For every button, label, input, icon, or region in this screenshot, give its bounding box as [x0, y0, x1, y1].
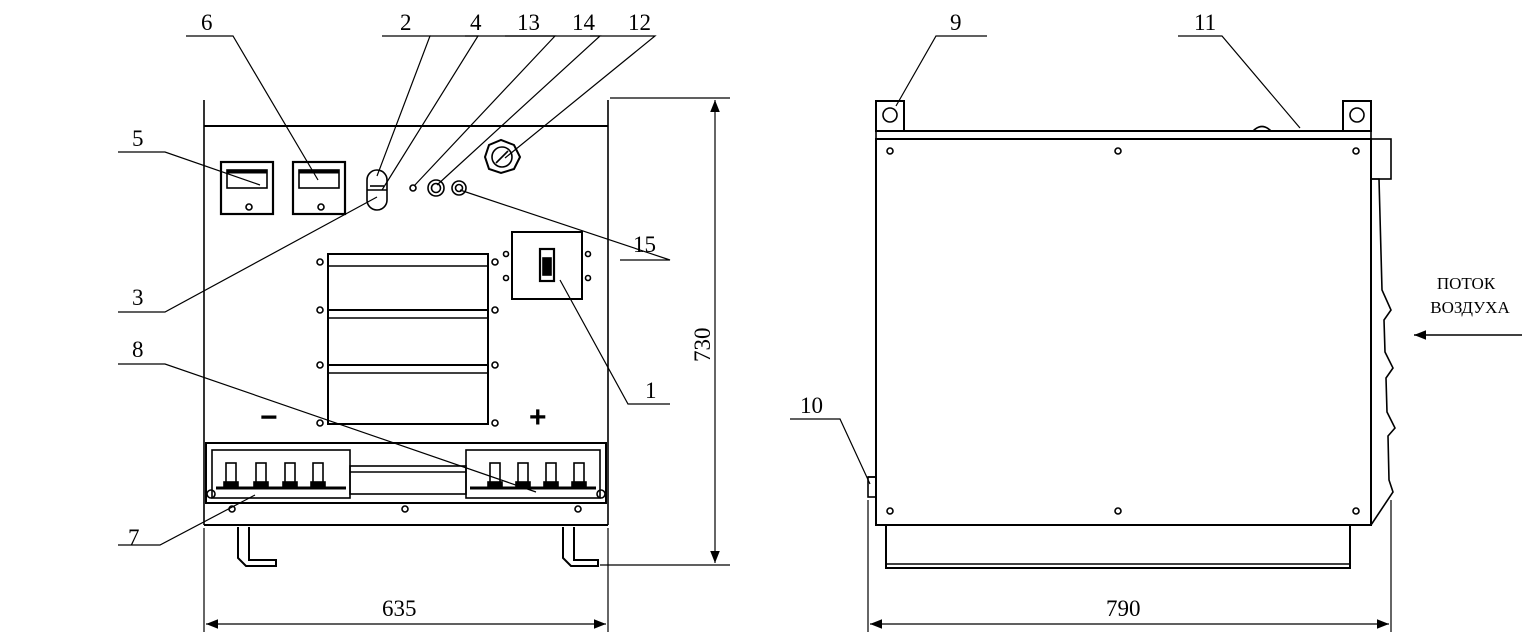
air-intake-grille — [1364, 138, 1396, 526]
side-body — [867, 138, 1372, 526]
callout-7: 7 — [128, 525, 140, 550]
callout-3: 3 — [132, 285, 144, 310]
indicator-lamp — [409, 184, 417, 192]
louvre-panel — [316, 253, 499, 427]
callout-9: 9 — [950, 10, 962, 35]
terminal-studs-plus — [487, 462, 587, 489]
callout-15: 15 — [633, 232, 656, 257]
terminal-studs-minus — [223, 462, 326, 489]
pilot-lamp — [451, 180, 467, 196]
dimension-635-label: 635 — [382, 596, 417, 621]
dimension-730-label: 730 — [690, 328, 715, 363]
base-skid — [885, 525, 1351, 569]
callout-2: 2 — [400, 10, 412, 35]
callout-11: 11 — [1194, 10, 1216, 35]
dimension-730 — [600, 97, 730, 566]
plus-sign: + — [529, 401, 547, 434]
lifting-eye-right — [1342, 100, 1372, 132]
front-view — [118, 35, 730, 632]
toggle-switch — [427, 179, 445, 197]
airflow-label-line1: ПОТОК — [1437, 274, 1496, 293]
side-leader-lines — [790, 35, 1301, 485]
leader-lines — [118, 35, 671, 546]
ammeter — [219, 160, 275, 216]
callout-13: 13 — [517, 10, 540, 35]
side-view — [790, 35, 1522, 632]
dual-knob — [366, 169, 388, 211]
cabinet-feet — [237, 527, 599, 567]
minus-sign: − — [260, 401, 278, 434]
cable-gland — [483, 138, 522, 175]
lifting-eye-left — [875, 100, 905, 132]
voltmeter — [291, 160, 347, 216]
callout-1: 1 — [645, 378, 657, 403]
callout-14: 14 — [572, 10, 596, 35]
dimension-790 — [867, 500, 1392, 632]
callout-8: 8 — [132, 337, 144, 362]
top-cover — [875, 125, 1372, 140]
terminal-block — [205, 442, 607, 513]
dimension-790-label: 790 — [1106, 596, 1141, 621]
callout-10: 10 — [800, 393, 823, 418]
main-switch-panel — [502, 231, 592, 300]
airflow-label-line2: ВОЗДУХА — [1430, 298, 1510, 317]
callout-5: 5 — [132, 126, 144, 151]
cabinet-outline — [203, 100, 609, 526]
callout-4: 4 — [470, 10, 482, 35]
callout-12: 12 — [628, 10, 651, 35]
dimension-635 — [203, 528, 609, 632]
callout-6: 6 — [201, 10, 213, 35]
